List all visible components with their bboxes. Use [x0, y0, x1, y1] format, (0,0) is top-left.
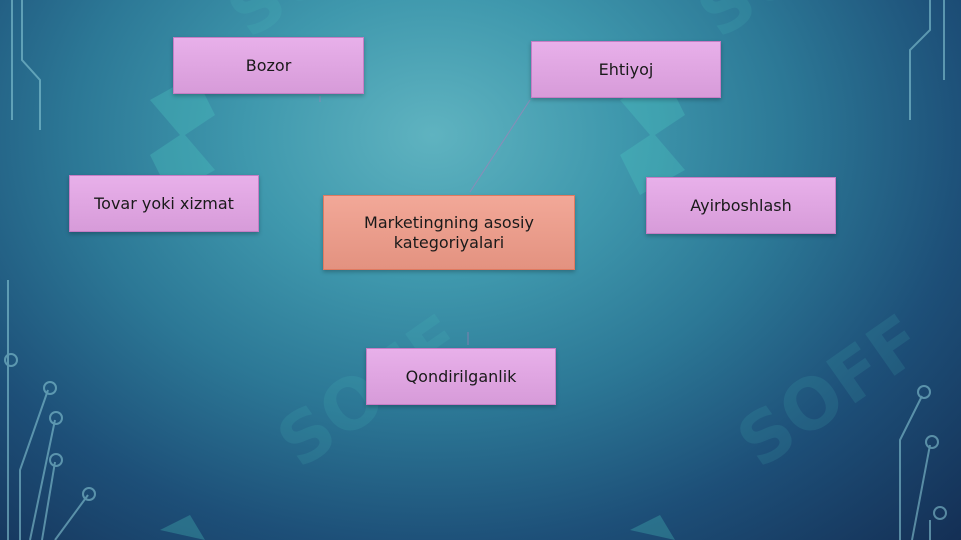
node-qondirilganlik: Qondirilganlik [366, 348, 556, 405]
node-ayirboshlash-label: Ayirboshlash [690, 195, 792, 215]
node-bozor-label: Bozor [245, 55, 292, 75]
circuit-lines-right [899, 0, 947, 540]
center-node: Marketingning asosiy kategoriyalari [323, 195, 575, 270]
node-tovar-yoki-xizmat: Tovar yoki xizmat [69, 175, 259, 232]
node-qondirilganlik-label: Qondirilganlik [405, 366, 517, 386]
center-node-label: Marketingning asosiy kategoriyalari [364, 212, 534, 252]
node-ehtiyoj-label: Ehtiyoj [598, 59, 654, 79]
node-ayirboshlash: Ayirboshlash [646, 177, 836, 234]
node-bozor: Bozor [173, 37, 364, 94]
watermark-logos [150, 75, 685, 540]
watermark-text-right: SOFF [723, 299, 938, 484]
node-ehtiyoj: Ehtiyoj [531, 41, 721, 98]
node-tovar-label: Tovar yoki xizmat [94, 193, 234, 213]
circuit-lines-left [4, 0, 96, 540]
